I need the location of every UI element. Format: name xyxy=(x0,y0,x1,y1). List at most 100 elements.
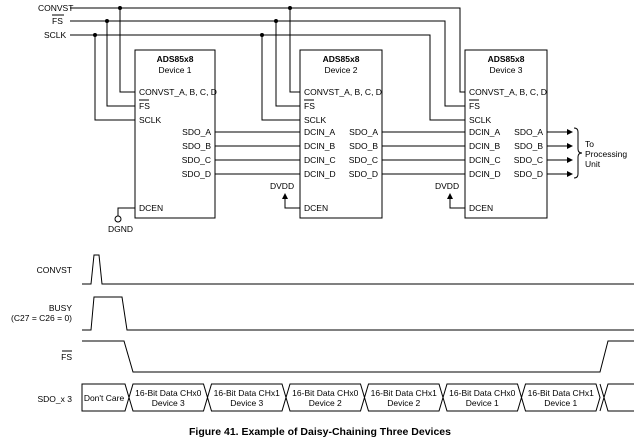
sdo-segment-device-label: Device 3 xyxy=(152,398,185,408)
device-3-sdo-d-pin: SDO_D xyxy=(514,169,543,179)
sdo-segment-device-label: Device 3 xyxy=(230,398,263,408)
supply-arrow-icon xyxy=(447,193,453,199)
junction-dot xyxy=(260,33,264,37)
device-3-dcin-c-pin: DCIN_C xyxy=(469,155,501,165)
sdo-tail-segment xyxy=(599,383,634,412)
convst-drop-dev1 xyxy=(119,8,135,93)
device-3-sdo-c-pin: SDO_C xyxy=(514,155,543,165)
sdo-segment-data-label: 16-Bit Data CHx1 xyxy=(528,388,594,398)
device-2-convst-pin: CONVST_A, B, C, D xyxy=(304,87,382,97)
device-3-dcen-pin: DCEN xyxy=(469,203,493,213)
sdo-segment-data-label: 16-Bit Data CHx0 xyxy=(135,388,201,398)
junction-dot xyxy=(274,19,278,23)
fs-signal-label: FS xyxy=(52,16,63,26)
device-2-sdo-c-pin: SDO_C xyxy=(349,155,378,165)
device-1-convst-pin: CONVST_A, B, C, D xyxy=(139,87,217,97)
output-label-line3: Unit xyxy=(585,159,601,169)
device-2-dcin-a-pin: DCIN_A xyxy=(304,127,336,137)
output-arrow-icon xyxy=(567,171,573,177)
sdo-segment-data-label: 16-Bit Data CHx0 xyxy=(292,388,358,398)
output-arrow-icon xyxy=(567,157,573,163)
sclk-bus-wire xyxy=(70,34,465,121)
device-3-dcin-d-pin: DCIN_D xyxy=(469,169,501,179)
junction-dot xyxy=(118,6,122,10)
sdo-segment-device-label: Device 1 xyxy=(544,398,577,408)
fs-waveform xyxy=(82,340,634,373)
device-3-dcin-b-pin: DCIN_B xyxy=(469,141,501,151)
device-3-fs-pin: FS xyxy=(469,101,480,111)
device-2-dcin-c-pin: DCIN_C xyxy=(304,155,336,165)
figure-caption: Figure 41. Example of Daisy-Chaining Thr… xyxy=(189,426,451,438)
device-1-sdo-c-pin: SDO_C xyxy=(182,155,211,165)
device-2-sdo-b-pin: SDO_B xyxy=(349,141,378,151)
sclk-drop-dev2 xyxy=(261,35,300,121)
sdo-dont-care-text: Don't Care xyxy=(84,393,125,403)
busy-waveform xyxy=(82,296,634,331)
junction-dot xyxy=(288,6,292,10)
fs-bus-wire xyxy=(70,20,465,107)
device-2-sdo-a-pin: SDO_A xyxy=(349,127,378,137)
junction-dot xyxy=(93,33,97,37)
device-2-dcin-b-pin: DCIN_B xyxy=(304,141,336,151)
device-2-block: ADS85x8 Device 2 CONVST_A, B, C, D FS SC… xyxy=(299,49,383,219)
timing-sdo-label: SDO_x 3 xyxy=(38,394,73,404)
junction-dot xyxy=(105,19,109,23)
dvdd-wire-dev3 xyxy=(449,198,465,209)
device-2-dcen-pin: DCEN xyxy=(304,203,328,213)
device-3-convst-pin: CONVST_A, B, C, D xyxy=(469,87,547,97)
device-1-sdo-a-pin: SDO_A xyxy=(182,127,211,137)
timing-fs-label: FS xyxy=(61,352,72,362)
sclk-signal-label: SCLK xyxy=(44,30,67,40)
ground-terminal-icon xyxy=(114,215,122,223)
device-3-block: ADS85x8 Device 3 CONVST_A, B, C, D FS SC… xyxy=(464,49,548,219)
convst-bus-wire xyxy=(70,7,465,93)
device-1-dcen-pin: DCEN xyxy=(139,203,163,213)
supply-arrow-icon xyxy=(282,193,288,199)
device-1-sdo-d-pin: SDO_D xyxy=(182,169,211,179)
dgnd-label: DGND xyxy=(108,224,133,234)
device-3-part: ADS85x8 xyxy=(488,54,525,64)
dvdd-label-dev3: DVDD xyxy=(435,181,459,191)
fs-drop-dev1 xyxy=(106,21,135,107)
output-arrow-icon xyxy=(567,143,573,149)
timing-busy-note: (C27 = C26 = 0) xyxy=(11,313,72,323)
output-label-line2: Processing xyxy=(585,149,627,159)
device-1-sclk-pin: SCLK xyxy=(139,115,162,125)
device-2-dcin-d-pin: DCIN_D xyxy=(304,169,336,179)
device-1-name: Device 1 xyxy=(158,65,191,75)
timing-busy-label: BUSY xyxy=(49,303,72,313)
output-label-line1: To xyxy=(585,139,594,149)
sdo-segment-data-label: 16-Bit Data CHx0 xyxy=(449,388,515,398)
fs-drop-dev2 xyxy=(275,21,300,107)
dvdd-label-dev2: DVDD xyxy=(270,181,294,191)
device-2-sdo-d-pin: SDO_D xyxy=(349,169,378,179)
sdo-segment-device-label: Device 2 xyxy=(309,398,342,408)
sdo-segment-device-label: Device 1 xyxy=(466,398,499,408)
sdo-segment-device-label: Device 2 xyxy=(387,398,420,408)
device-3-sclk-pin: SCLK xyxy=(469,115,492,125)
device-2-name: Device 2 xyxy=(324,65,357,75)
device-2-sclk-pin: SCLK xyxy=(304,115,327,125)
device-1-block: ADS85x8 Device 1 CONVST_A, B, C, D FS SC… xyxy=(134,49,217,219)
sdo-segment-data-label: 16-Bit Data CHx1 xyxy=(214,388,280,398)
sclk-drop-dev1 xyxy=(94,35,135,121)
device-3-sdo-b-pin: SDO_B xyxy=(514,141,543,151)
dvdd-wire-dev2 xyxy=(284,198,300,209)
output-arrow-icon xyxy=(567,129,573,135)
sdo-dont-care-segment xyxy=(81,383,130,412)
device-2-part: ADS85x8 xyxy=(323,54,360,64)
device-1-fs-pin: FS xyxy=(139,101,150,111)
convst-waveform xyxy=(82,254,634,285)
device-2-fs-pin: FS xyxy=(304,101,315,111)
convst-drop-dev2 xyxy=(289,8,300,93)
device-3-sdo-a-pin: SDO_A xyxy=(514,127,543,137)
sdo-segment-data-label: 16-Bit Data CHx1 xyxy=(371,388,437,398)
timing-convst-label: CONVST xyxy=(37,265,72,275)
dcen-ground-wire xyxy=(117,207,135,216)
device-3-dcin-a-pin: DCIN_A xyxy=(469,127,501,137)
device-1-part: ADS85x8 xyxy=(157,54,194,64)
device-3-name: Device 3 xyxy=(489,65,522,75)
